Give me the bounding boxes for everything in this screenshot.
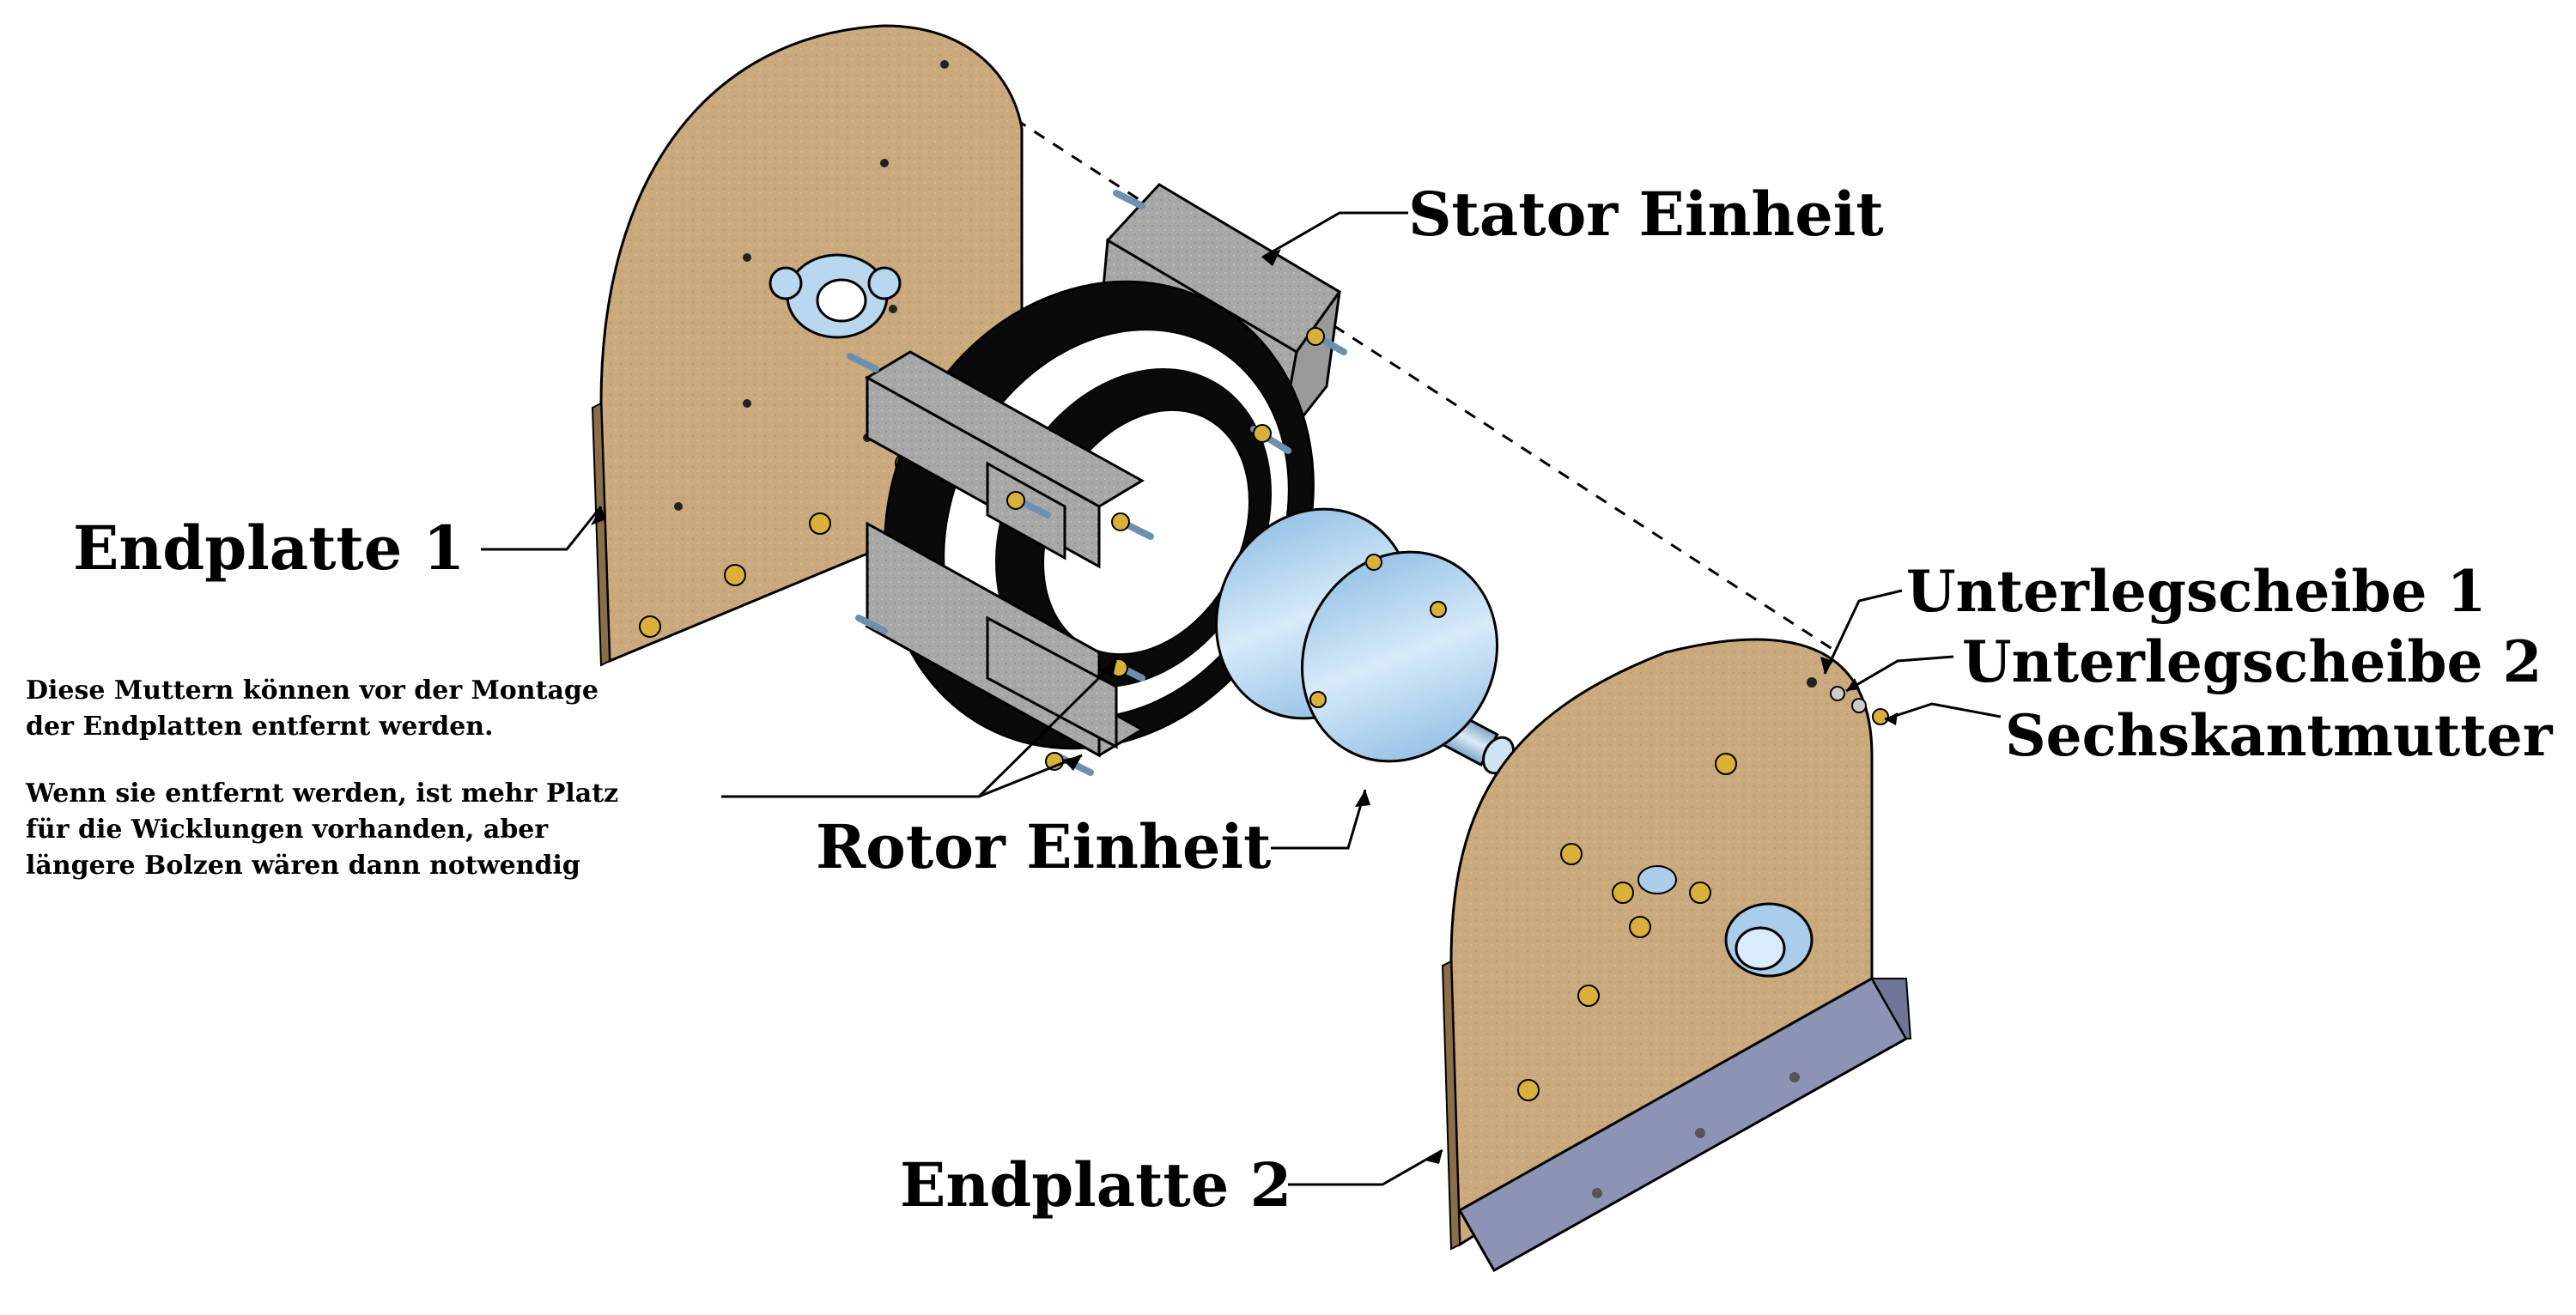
endplate-1-label: Endplatte 1	[73, 512, 465, 584]
note-leader	[721, 754, 1083, 798]
hexnut-leader	[1884, 702, 2002, 721]
washer2-leader	[1845, 655, 1954, 693]
stator-leader	[1261, 211, 1408, 259]
endplate2-leader	[1288, 1148, 1443, 1186]
assembly-note: Diese Muttern können vor der Montage der…	[26, 673, 618, 884]
rotor-leader	[1271, 789, 1367, 850]
note-line-4: für die Wicklungen vorhanden, aber	[26, 815, 549, 845]
washer1-leader	[1823, 589, 1903, 675]
note-line-5: längere Bolzen wären dann notwendig	[26, 851, 580, 881]
note-line-2: der Endplatten entfernt werden.	[26, 712, 494, 742]
leader-lines	[481, 211, 2002, 1186]
endplate-2-label: Endplatte 2	[900, 1149, 1292, 1221]
alignment-dashed-line	[884, 33, 1838, 654]
hex-nut-label: Sechskantmutter	[2005, 702, 2553, 769]
stator-assembly-part	[847, 183, 1347, 776]
washer-1-label: Unterlegscheibe 1	[1906, 558, 2487, 625]
endplate1-leader	[481, 506, 603, 551]
washer-2-label: Unterlegscheibe 2	[1962, 628, 2543, 695]
note-line-1: Diese Muttern können vor der Montage	[26, 676, 598, 706]
note-leader-2	[977, 659, 1118, 798]
rotor-unit-label: Rotor Einheit	[816, 811, 1272, 882]
rotor-assembly-part	[1215, 507, 1516, 775]
note-line-3: Wenn sie entfernt werden, ist mehr Platz	[26, 779, 619, 809]
stator-unit-label: Stator Einheit	[1408, 179, 1884, 250]
endplate-2-part	[1441, 638, 1912, 1273]
